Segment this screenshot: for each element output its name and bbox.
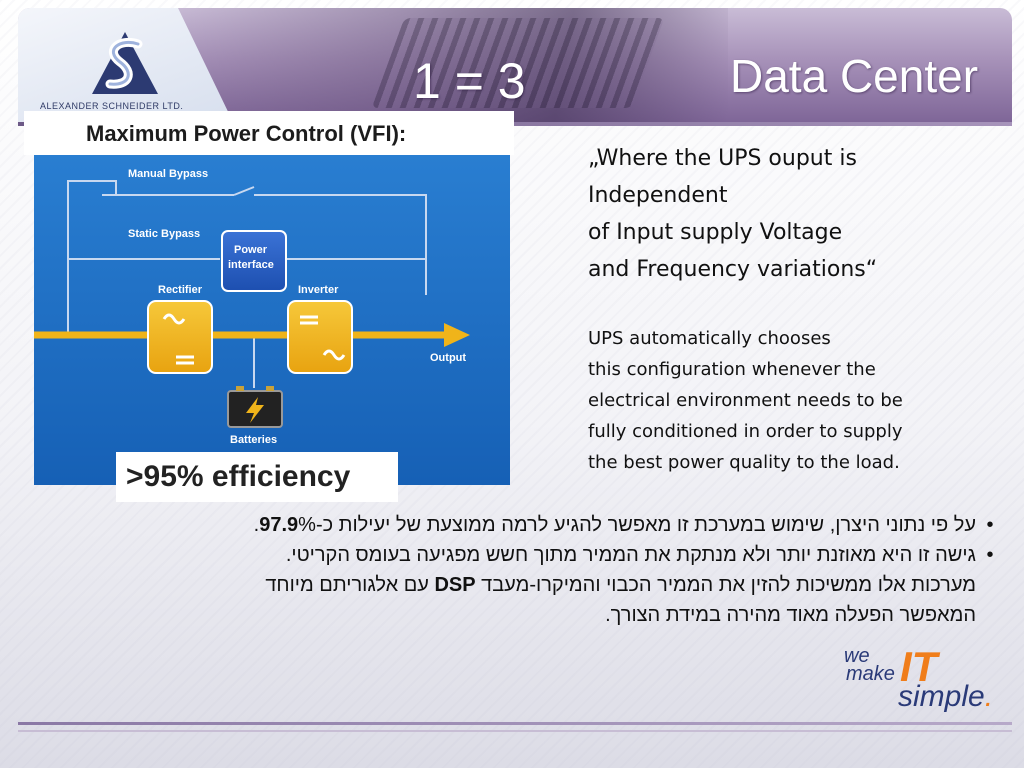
bullet-text: על פי נתוני היצרן, שימוש במערכת זו מאפשר… xyxy=(315,514,976,536)
company-logo-icon xyxy=(92,32,158,94)
output-arrow-icon xyxy=(444,323,470,347)
bullet-text-line: המאפשר הפעלה מאוד מהירה במידת הצורך. xyxy=(605,604,976,626)
slide-header: ALEXANDER SCHNEIDER LTD. 1 = 3 Data Cent… xyxy=(18,8,1012,122)
page-title: Data Center xyxy=(730,50,979,102)
quote-line: of Input supply Voltage xyxy=(588,220,843,245)
tagline-simple-word: simple xyxy=(898,680,985,713)
label-batteries: Batteries xyxy=(230,434,277,446)
description-line: fully conditioned in order to supply xyxy=(588,421,903,442)
header-divider xyxy=(18,122,1012,126)
description-line: UPS automatically chooses xyxy=(588,328,831,349)
footer-divider-thin xyxy=(18,730,1012,732)
tagline-it: IT xyxy=(900,643,938,690)
logo-panel: ALEXANDER SCHNEIDER LTD. xyxy=(18,8,233,122)
footer-divider xyxy=(18,722,1012,725)
bullet-text-segment: עם אלגוריתם מיוחד xyxy=(265,574,435,596)
label-output: Output xyxy=(430,352,466,364)
ups-diagram-graphic: Manual Bypass Static Bypass Power interf… xyxy=(34,143,510,485)
we-make-it-simple-logo: we make IT simple. xyxy=(844,646,1004,716)
ups-description: UPS automatically chooses this configura… xyxy=(588,323,968,478)
ups-quote: „Where the UPS ouput is Independent of I… xyxy=(588,140,948,288)
label-static-bypass: Static Bypass xyxy=(128,228,200,240)
bullet-text-segment: מערכות אלו ממשיכות להזין את הממיר הכבוי … xyxy=(475,574,976,596)
tagline-make: make xyxy=(846,663,895,685)
quote-line: „Where the UPS ouput is xyxy=(588,146,857,171)
diagram-title-box: Maximum Power Control (VFI): xyxy=(24,111,514,155)
quote-line: Independent xyxy=(588,183,728,208)
tagline-simple: simple. xyxy=(898,682,993,712)
ups-diagram: Manual Bypass Static Bypass Power interf… xyxy=(24,111,514,502)
hebrew-bullet-list: • על פי נתוני היצרן, שימוש במערכת זו מאפ… xyxy=(18,510,1000,630)
bullet-text: גישה זו היא מאוזנת יותר ולא מנתקת את הממ… xyxy=(285,544,976,566)
efficiency-value: 97.9 xyxy=(259,514,299,536)
quote-line: and Frequency variations“ xyxy=(588,257,878,282)
header-formula: 1 = 3 xyxy=(413,53,526,109)
header-datacenter-image xyxy=(168,8,728,122)
diagram-title: Maximum Power Control (VFI): xyxy=(86,121,407,146)
efficiency-label: >95% efficiency xyxy=(126,460,351,493)
label-power-interface-line1: Power xyxy=(234,244,268,256)
label-rectifier: Rectifier xyxy=(158,284,203,296)
description-line: the best power quality to the load. xyxy=(588,452,900,473)
tagline-dot: . xyxy=(984,680,994,713)
bullet-text-line: מערכות אלו ממשיכות להזין את הממיר הכבוי … xyxy=(18,570,976,600)
bullet-item: • גישה זו היא מאוזנת יותר ולא מנתקת את ה… xyxy=(18,540,1000,630)
dsp-label: DSP xyxy=(434,574,476,596)
inverter-block xyxy=(287,300,353,374)
efficiency-suffix: %. xyxy=(253,514,316,536)
bullet-icon: • xyxy=(986,514,994,536)
company-name: ALEXANDER SCHNEIDER LTD. xyxy=(40,101,184,111)
tagline-we: we xyxy=(844,645,870,667)
efficiency-box: >95% efficiency xyxy=(116,452,398,502)
bullet-item: • על פי נתוני היצרן, שימוש במערכת זו מאפ… xyxy=(18,510,1000,540)
description-line: electrical environment needs to be xyxy=(588,390,903,411)
power-interface-block xyxy=(221,230,287,292)
label-inverter: Inverter xyxy=(298,284,339,296)
description-line: this configuration whenever the xyxy=(588,359,876,380)
bullet-icon: • xyxy=(986,544,994,566)
label-power-interface-line2: interface xyxy=(228,259,274,271)
label-manual-bypass: Manual Bypass xyxy=(128,168,208,180)
